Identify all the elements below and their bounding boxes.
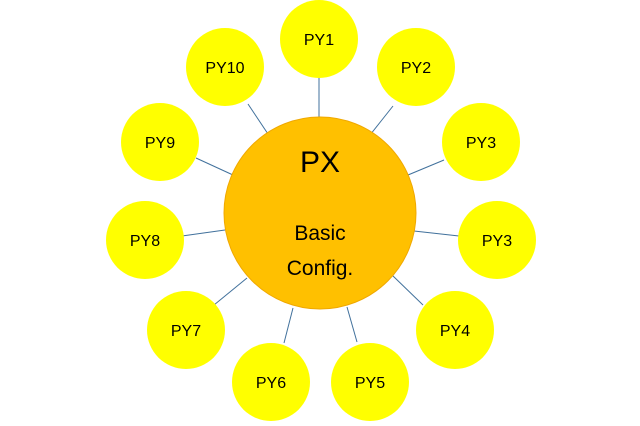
satellite-circle [331, 343, 409, 421]
satellite-label: PY10 [205, 60, 244, 77]
center-node: PX Basic Config. [223, 116, 417, 310]
connector-py2 [369, 105, 394, 136]
satellite-node-py5: PY5 [331, 343, 409, 421]
center-subtitle-line1: Basic [294, 222, 345, 245]
connector-py5 [346, 306, 358, 343]
satellite-nodes: PY1 PY2 PY3 PY3 PY4 PY5 [106, 0, 536, 421]
satellite-circle [416, 291, 494, 369]
satellite-circle [280, 0, 358, 78]
satellite-label: PY3 [482, 233, 512, 250]
satellite-node-py8: PY8 [106, 201, 184, 279]
satellite-node-py6: PY6 [232, 343, 310, 421]
center-subtitle-line2: Config. [287, 257, 354, 280]
connector-py8 [181, 229, 226, 237]
center-circle [223, 116, 417, 310]
satellite-node-py4: PY4 [416, 291, 494, 369]
satellite-label: PY9 [145, 135, 175, 152]
satellite-node-py1: PY1 [280, 0, 358, 78]
satellite-circle [377, 28, 455, 106]
satellite-node-py3-lower: PY3 [458, 201, 536, 279]
satellite-circle [458, 201, 536, 279]
satellite-node-py9: PY9 [121, 103, 199, 181]
satellite-node-py2: PY2 [377, 28, 455, 106]
satellite-label: PY6 [256, 375, 286, 392]
satellite-circle [186, 28, 264, 106]
satellite-label: PY5 [355, 375, 385, 392]
satellite-circle [442, 103, 520, 181]
satellite-circle [121, 103, 199, 181]
connector-py10 [247, 103, 269, 135]
satellite-label: PY2 [401, 60, 431, 77]
satellite-circle [106, 201, 184, 279]
connector-py9 [195, 157, 234, 176]
satellite-node-py3-upper: PY3 [442, 103, 520, 181]
satellite-circle [147, 291, 225, 369]
satellite-label: PY4 [440, 323, 470, 340]
satellite-circle [232, 343, 310, 421]
connector-py7 [213, 277, 248, 306]
connector-py6 [283, 307, 294, 344]
connector-lines [181, 78, 460, 344]
satellite-node-py7: PY7 [147, 291, 225, 369]
connector-py3-lower [413, 230, 460, 237]
connector-py3-upper [407, 159, 445, 176]
satellite-node-py10: PY10 [186, 28, 264, 106]
satellite-label: PY1 [304, 32, 334, 49]
center-title: PX [300, 146, 340, 179]
satellite-label: PY8 [130, 233, 160, 250]
satellite-label: PY3 [466, 135, 496, 152]
connector-py4 [391, 274, 424, 306]
satellite-label: PY7 [171, 323, 201, 340]
